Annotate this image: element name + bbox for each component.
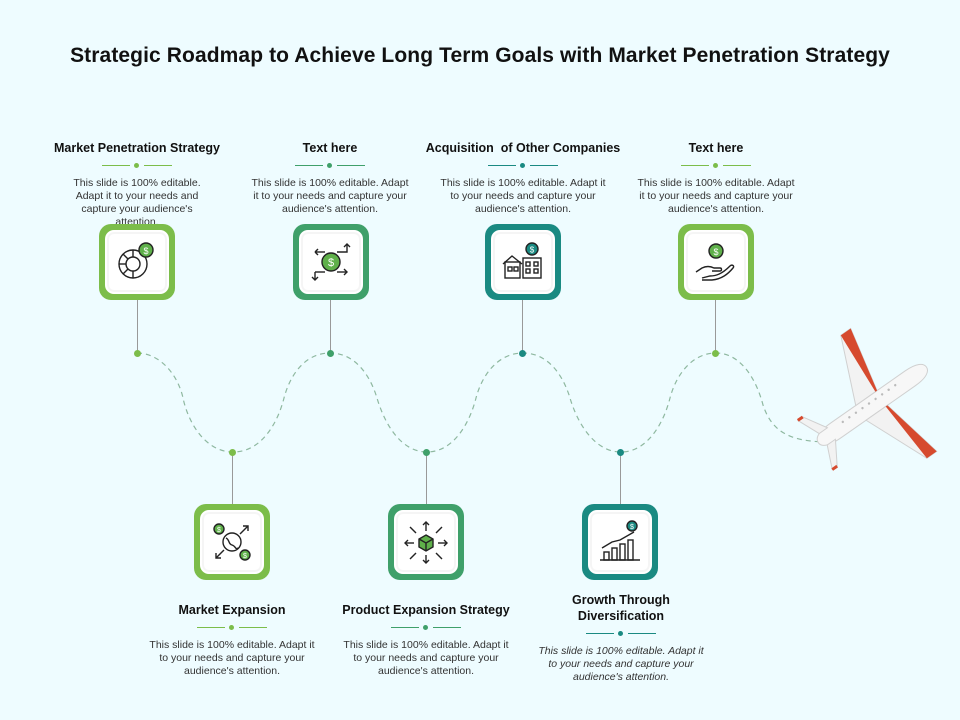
node-heading: Acquisition of Other Companies [410,140,636,156]
node-separator [681,163,751,169]
node-separator [586,631,656,637]
node-body: This slide is 100% editable. Adapt it to… [319,639,533,678]
node-heading: Market Expansion [132,602,332,618]
connector-stem [715,300,716,353]
node-body: This slide is 100% editable. Adapt it to… [521,645,721,684]
icon-tile: $ [485,224,561,300]
path-dot [712,350,719,357]
hand-dollar-icon: $ [692,238,740,286]
bottom-node-3: Growth Through Diversification This slid… [521,592,721,684]
icon-tile: $ [582,504,658,580]
node-heading: Market Penetration Strategy [37,140,237,156]
connector-stem [232,452,233,505]
icon-tile: $ $ [194,504,270,580]
node-heading: Text here [616,140,816,156]
node-body: This slide is 100% editable. Adapt it to… [410,177,636,216]
pie-chart-dollar-icon: $ [113,238,161,286]
node-body: This slide is 100% editable. Adapt it to… [132,639,332,678]
icon-tile: $ [293,224,369,300]
globe-dollar-icon: $ $ [208,518,256,566]
svg-text:$: $ [143,246,148,256]
top-node-2: Text here This slide is 100% editable. A… [230,140,430,216]
svg-text:$: $ [713,247,718,257]
node-separator [102,163,172,169]
path-dot [134,350,141,357]
node-separator [295,163,365,169]
top-node-1: Market Penetration Strategy This slide i… [37,140,237,229]
icon-tile: $ [99,224,175,300]
node-heading: Growth Through Diversification [521,592,721,624]
node-heading: Product Expansion Strategy [319,602,533,618]
top-node-4: Text here This slide is 100% editable. A… [616,140,816,216]
path-dot [229,449,236,456]
svg-text:$: $ [328,257,334,269]
node-separator [391,625,461,631]
node-body: This slide is 100% editable. Adapt it to… [230,177,430,216]
node-separator [488,163,558,169]
buildings-dollar-icon: $ [499,238,547,286]
svg-text:$: $ [217,527,221,534]
bottom-node-1: Market Expansion This slide is 100% edit… [132,602,332,678]
node-body: This slide is 100% editable. Adapt it to… [616,177,816,216]
svg-text:$: $ [630,524,634,531]
connector-stem [620,452,621,505]
icon-tile [388,504,464,580]
svg-text:$: $ [243,553,247,560]
bottom-node-2: Product Expansion Strategy This slide is… [319,602,533,678]
node-body: This slide is 100% editable. Adapt it to… [37,177,237,229]
path-dot [423,449,430,456]
connector-stem [522,300,523,353]
node-heading: Text here [230,140,430,156]
top-node-3: Acquisition of Other Companies This slid… [410,140,636,216]
bar-growth-dollar-icon: $ [596,518,644,566]
airplane-illustration [790,325,940,495]
path-dot [327,350,334,357]
dollar-arrows-icon: $ [307,238,355,286]
node-separator [197,625,267,631]
connector-stem [426,452,427,505]
box-arrows-icon [402,518,450,566]
icon-tile: $ [678,224,754,300]
connector-stem [137,300,138,353]
path-dot [519,350,526,357]
connector-stem [330,300,331,353]
path-dot [617,449,624,456]
svg-text:$: $ [530,246,535,255]
